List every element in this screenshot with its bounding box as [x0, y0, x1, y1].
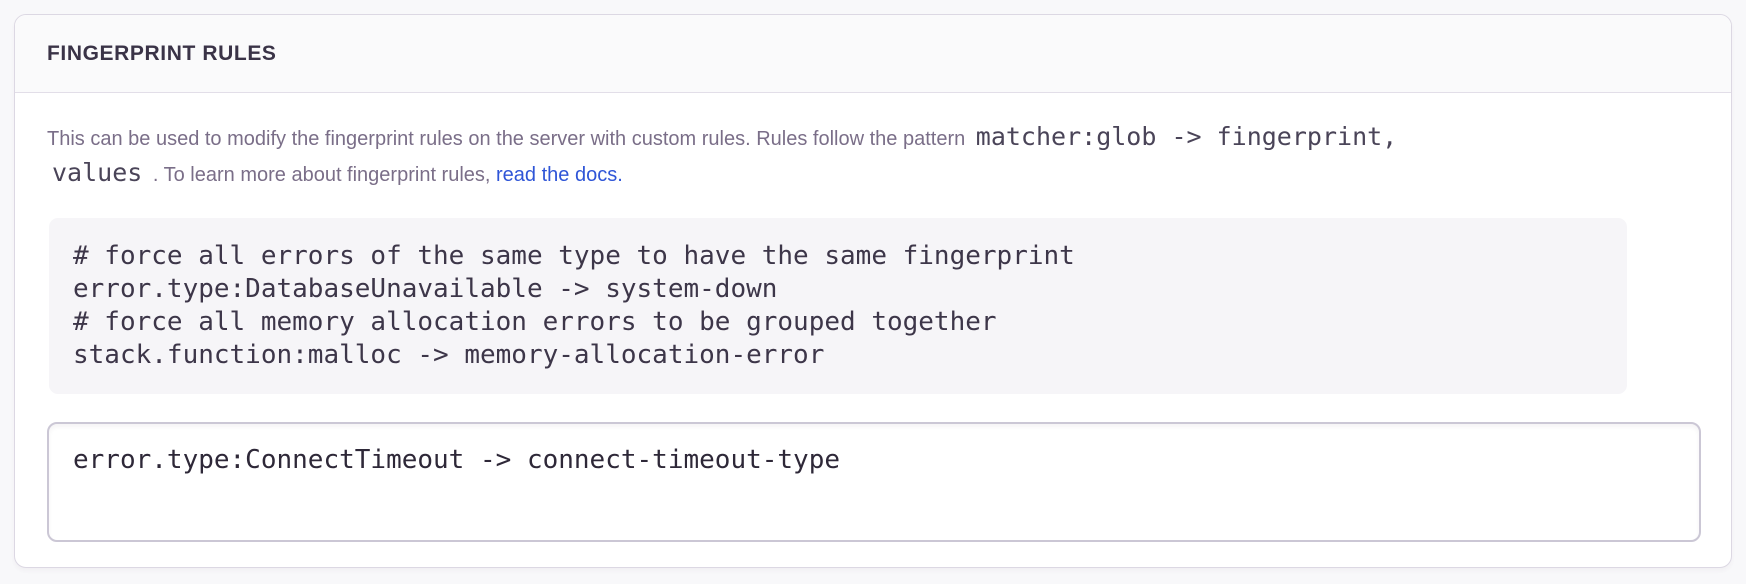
- description-text: This can be used to modify the fingerpri…: [47, 128, 971, 150]
- read-the-docs-link[interactable]: read the docs.: [496, 164, 623, 186]
- panel-title: FINGERPRINT RULES: [47, 41, 277, 65]
- panel-header: FINGERPRINT RULES: [15, 15, 1731, 93]
- description-text: . To learn more about fingerprint rules,: [147, 164, 497, 186]
- pattern-inline-code-values: values: [52, 158, 143, 187]
- panel-description: This can be used to modify the fingerpri…: [47, 120, 1699, 192]
- fingerprint-rules-input[interactable]: error.type:ConnectTimeout -> connect-tim…: [47, 422, 1701, 542]
- pattern-inline-code: matcher:glob -> fingerprint,: [975, 122, 1398, 151]
- panel-body: This can be used to modify the fingerpri…: [15, 93, 1731, 567]
- example-rules-code-block: # force all errors of the same type to h…: [49, 218, 1627, 394]
- fingerprint-rules-panel: FINGERPRINT RULES This can be used to mo…: [14, 14, 1732, 568]
